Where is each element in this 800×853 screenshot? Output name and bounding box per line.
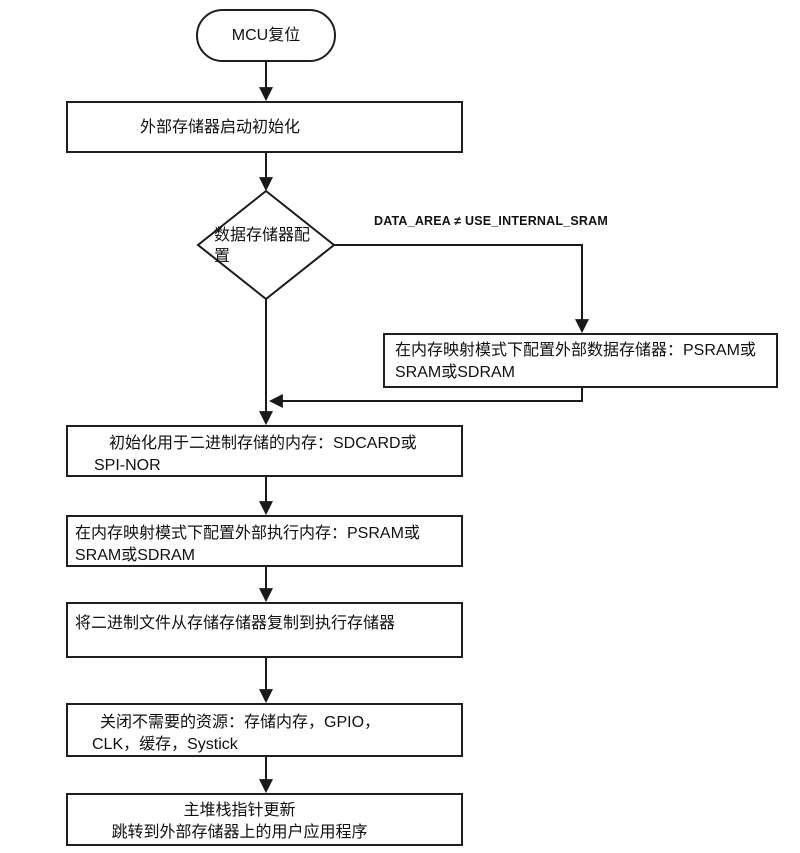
process-label-line2: SPI-NOR [94,457,161,474]
process-label-line2: 跳转到外部存储器上的用户应用程序 [111,824,368,841]
process-external-memory-init: 外部存储器启动初始化 [66,101,463,153]
process-label: 外部存储器启动初始化 [140,119,301,136]
process-label-line2: CLK，缓存，Systick [92,736,238,753]
process-label-line2: SRAM或SDRAM [395,364,516,381]
process-label-line1: 在内存映射模式下配置外部执行内存：PSRAM或 [75,525,420,542]
process-jump-to-application: 主堆栈指针更新 跳转到外部存储器上的用户应用程序 [66,793,463,846]
process-label-line2: SRAM或SDRAM [75,547,196,564]
start-node-mcu-reset: MCU复位 [196,9,336,62]
process-label-line1: 初始化用于二进制存储的内存：SDCARD或 [109,435,417,452]
process-config-data-memory: 在内存映射模式下配置外部数据存储器：PSRAM或 SRAM或SDRAM [383,333,778,388]
process-label-line1: 主堆栈指针更新 [183,802,296,819]
process-close-resources: 关闭不需要的资源：存储内存，GPIO， CLK，缓存，Systick [66,703,463,757]
edge-branch-return [268,388,583,408]
edge-decision-branch [334,244,589,334]
process-label-line1: 在内存映射模式下配置外部数据存储器：PSRAM或 [395,342,756,359]
process-label: 将二进制文件从存储存储器复制到执行存储器 [75,615,396,632]
process-copy-binary: 将二进制文件从存储存储器复制到执行存储器 [66,602,463,658]
process-label-line1: 关闭不需要的资源：存储内存，GPIO， [100,714,381,731]
process-config-exec-memory: 在内存映射模式下配置外部执行内存：PSRAM或 SRAM或SDRAM [66,515,463,567]
start-node-label: MCU复位 [231,26,301,44]
branch-condition-label: DATA_AREA ≠ USE_INTERNAL_SRAM [374,214,608,228]
decision-label: 数据存储器配置 [214,227,311,265]
process-init-binary-storage: 初始化用于二进制存储的内存：SDCARD或 SPI-NOR [66,425,463,477]
